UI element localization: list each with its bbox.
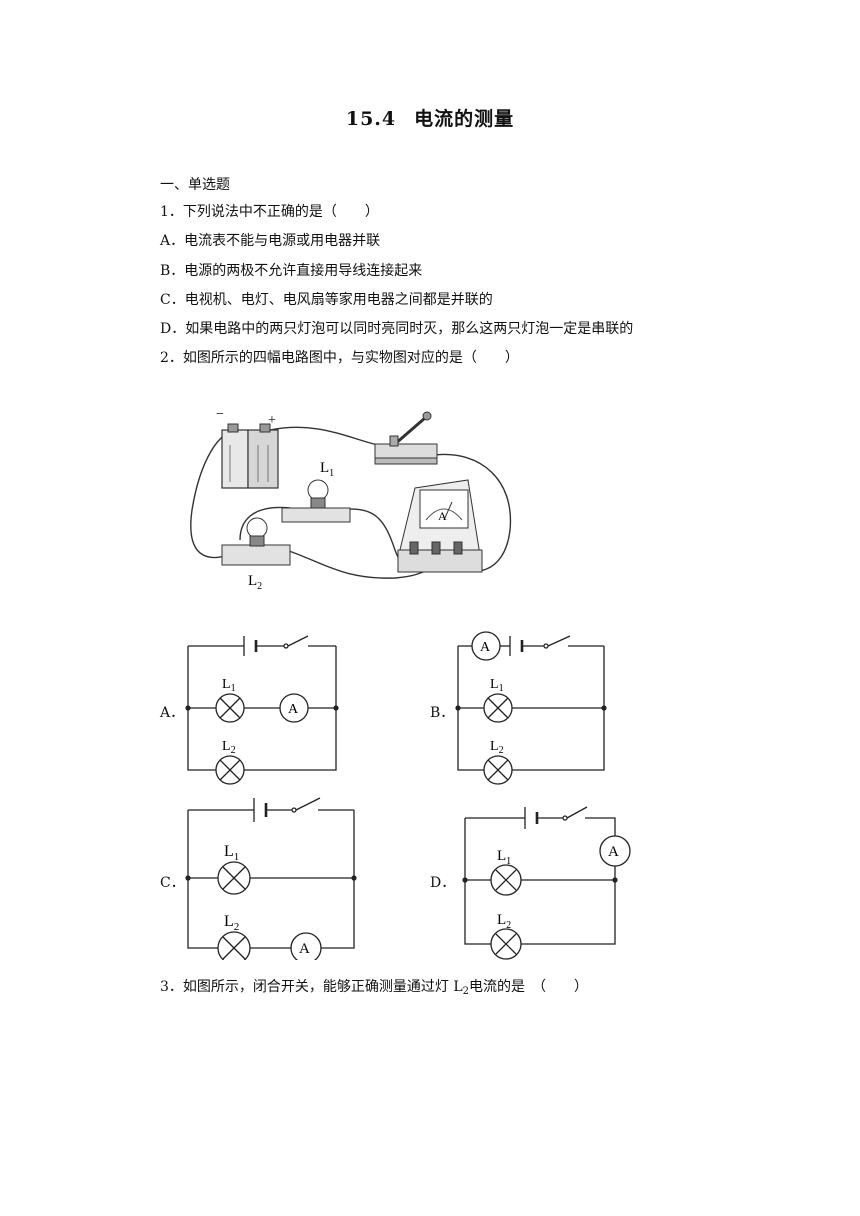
ammeter-symbol <box>599 835 631 867</box>
option-a-label: A． <box>160 705 185 721</box>
ammeter-device-icon <box>397 479 483 573</box>
l1-label: L1 <box>222 677 236 694</box>
q1-option-d: D．如果电路中的两只灯泡可以同时亮同时灭，那么这两只灯泡一定是串联的 <box>160 321 634 337</box>
lamp-l2-symbol <box>217 931 251 960</box>
l1-label: L1 <box>224 843 239 863</box>
l2-label: L2 <box>222 739 236 756</box>
knife-switch-icon <box>374 411 438 465</box>
battery-minus-label: − <box>216 407 224 422</box>
section-heading: 一、单选题 <box>160 177 230 193</box>
ammeter-label: A <box>299 941 310 957</box>
circuit-diagram-d: A L1 L2 <box>462 806 631 960</box>
q1-stem: 1．下列说法中不正确的是（ ） <box>160 204 379 220</box>
title-text: 电流的测量 <box>414 108 515 130</box>
q2-stem: 2．如图所示的四幅电路图中，与实物图对应的是（ ） <box>160 350 519 366</box>
l2-label: L2 <box>490 739 504 756</box>
lamp-l2-label: L2 <box>248 573 262 592</box>
q1-option-b: B．电源的两极不允许直接用导线连接起来 <box>160 263 423 279</box>
ammeter-symbol <box>290 932 322 960</box>
battery-icon <box>221 423 279 489</box>
q3-stem: 3．如图所示，闭合开关，能够正确测量通过灯 L2电流的是 （ ） <box>160 976 588 997</box>
circuit-diagram-a: A L1 L2 <box>185 635 339 785</box>
lamp-l2-icon <box>221 517 291 566</box>
ammeter-device-label: A <box>438 509 447 523</box>
page-title: 15.4 电流的测量 <box>0 104 860 131</box>
circuit-diagram-c: A L1 L2 <box>185 797 357 960</box>
l1-label: L1 <box>490 677 504 694</box>
circuit-diagram-b: A L1 L2 <box>455 631 607 785</box>
q1-option-c: C．电视机、电灯、电风扇等家用电器之间都是并联的 <box>160 292 493 308</box>
q3-stem-sub: 2 <box>462 986 470 997</box>
physical-circuit-illustration: − + L1 L2 A <box>190 407 512 592</box>
ammeter-symbol <box>471 631 501 661</box>
title-number: 15.4 <box>345 108 397 130</box>
ammeter-symbol <box>279 693 309 723</box>
battery-plus-label: + <box>268 413 276 428</box>
ammeter-label: A <box>288 702 299 717</box>
q3-stem-post: 电流的是 （ ） <box>469 979 589 995</box>
ammeter-label: A <box>608 844 619 860</box>
lamp-l1-icon <box>281 479 351 523</box>
q3-stem-pre: 3．如图所示，闭合开关，能够正确测量通过灯 L <box>160 979 463 995</box>
option-c-label: C． <box>160 875 185 891</box>
ammeter-label: A <box>480 640 491 655</box>
option-b-label: B． <box>430 705 455 721</box>
l2-label: L2 <box>224 913 239 933</box>
l1-label: L1 <box>497 848 511 867</box>
q1-option-a: A．电流表不能与电源或用电器并联 <box>160 233 381 249</box>
lamp-l1-label: L1 <box>320 460 334 479</box>
option-d-label: D． <box>430 875 456 891</box>
l2-label: L2 <box>497 912 511 931</box>
